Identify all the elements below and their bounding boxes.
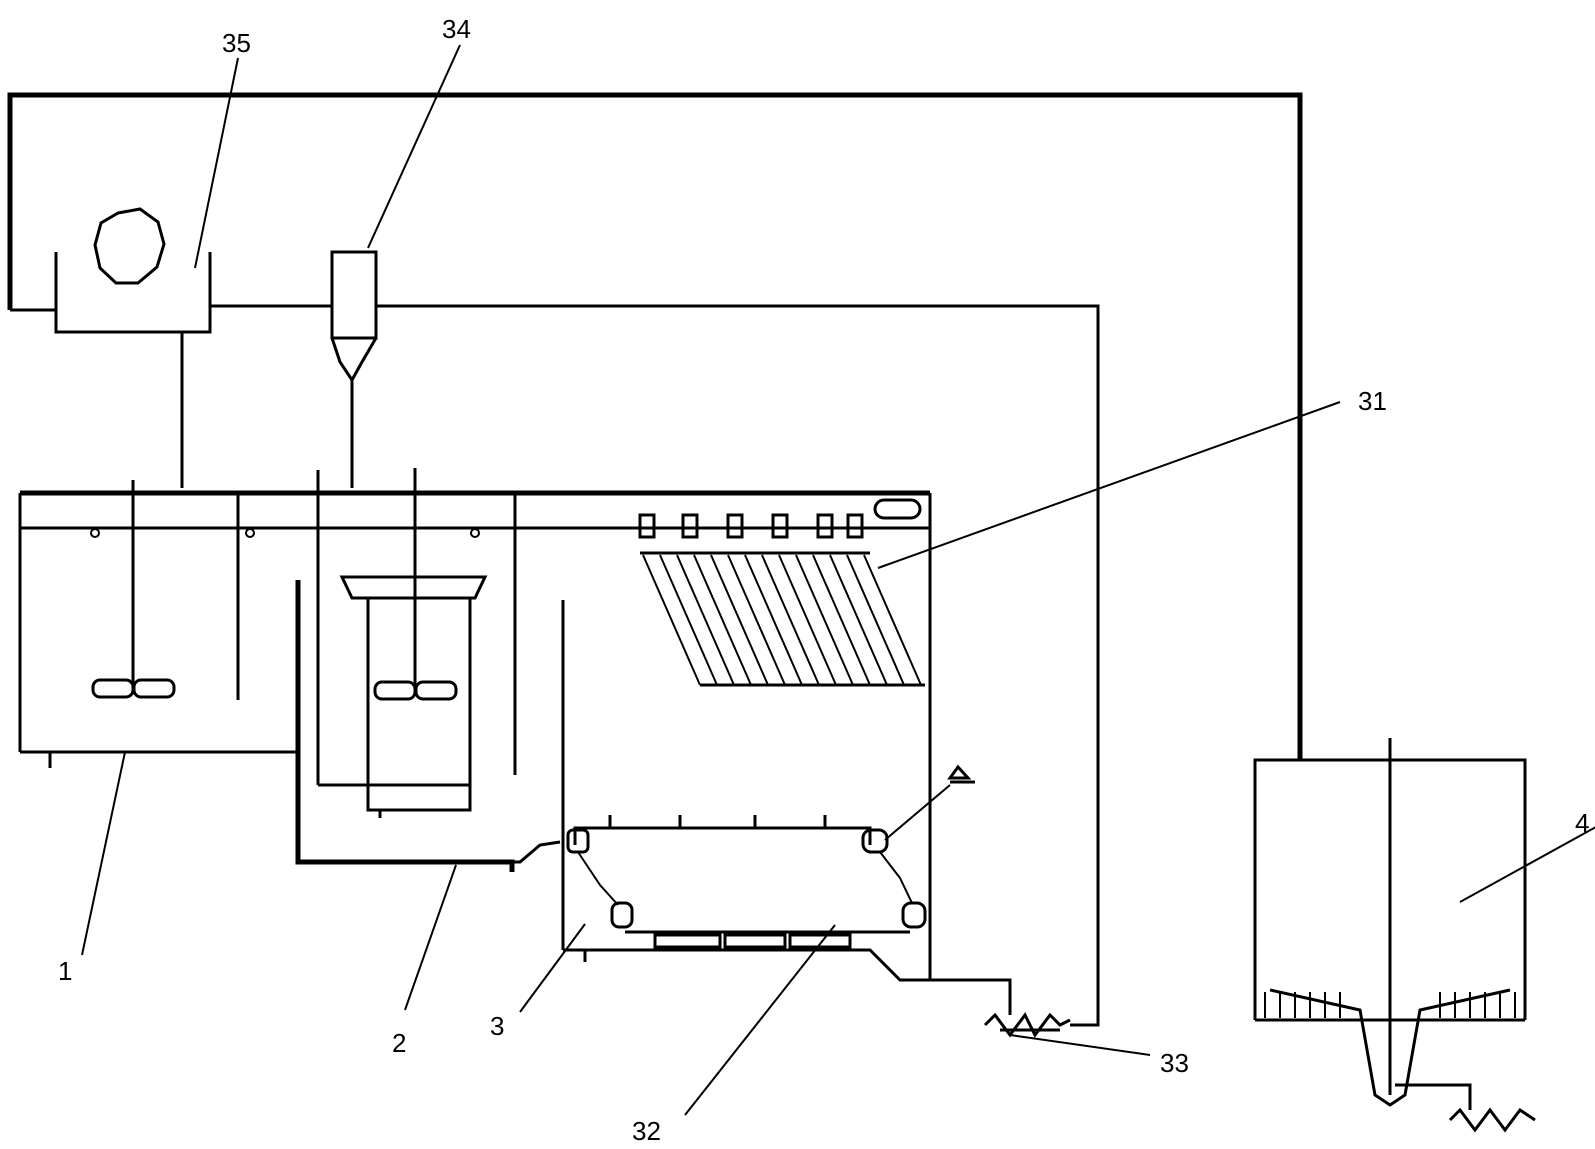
- unit-33-sludge-pump: [983, 1012, 1151, 1056]
- main-tank-frame: [18, 490, 932, 980]
- label-31: 31: [1358, 386, 1387, 416]
- roller-icon: [901, 901, 927, 929]
- impeller-icon: [373, 680, 417, 701]
- label-3: 3: [490, 1011, 504, 1041]
- label-34: 34: [442, 14, 471, 44]
- unit-1-mixing-tank: [90, 480, 255, 700]
- unit-31-tube-settler: [638, 498, 925, 687]
- roller-icon: [610, 901, 634, 929]
- unit-32-scraper-conveyor: [566, 764, 975, 949]
- motor-icon: [947, 764, 972, 780]
- roller-icon: [566, 828, 590, 854]
- unit-35-feed-tank: [54, 207, 332, 488]
- unit-4-thickener: [1253, 738, 1536, 1133]
- pump-icon: [983, 1012, 1071, 1038]
- top-return-pipe: [7, 92, 1303, 760]
- unit-34-dosing-column: [330, 250, 1100, 1027]
- label-35: 35: [222, 28, 251, 58]
- roller-icon: [861, 828, 889, 854]
- label-33: 33: [1160, 1048, 1189, 1078]
- pump-icon: [1448, 1107, 1536, 1133]
- label-1: 1: [58, 956, 72, 986]
- labels: 35 34 31 4 1 2 3 33 32: [58, 14, 1589, 1146]
- label-2: 2: [392, 1028, 406, 1058]
- label-4: 4: [1575, 808, 1589, 838]
- unit-2-flocculation-tank: [295, 468, 561, 872]
- leader-lines: [81, 44, 1595, 1116]
- unit-3-separation-tank: [561, 600, 1012, 1015]
- impeller-icon: [91, 678, 135, 699]
- blower-icon: [93, 207, 166, 285]
- label-32: 32: [632, 1116, 661, 1146]
